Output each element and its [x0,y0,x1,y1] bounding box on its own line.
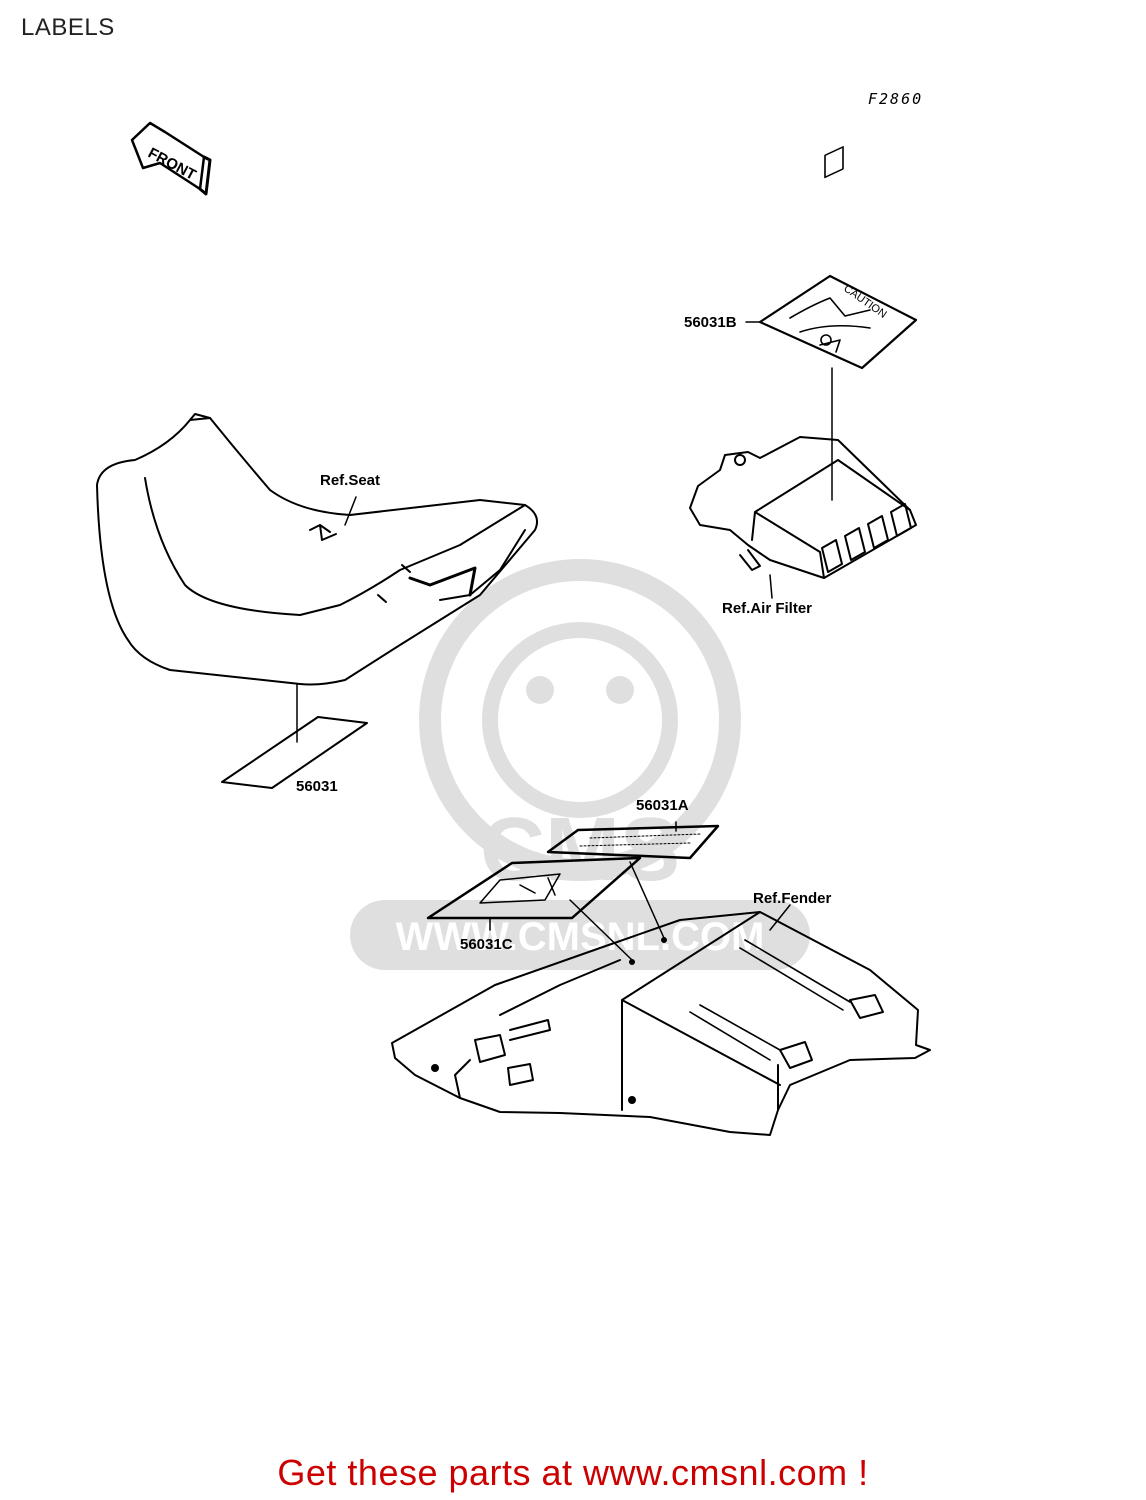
callout-ref-air-filter: Ref.Air Filter [722,600,813,617]
label-56031c-sticker [426,856,642,931]
figure-code: F2860 [868,90,924,108]
footer-shop-link[interactable]: Get these parts at www.cmsnl.com ! [277,1452,869,1493]
watermark-brand: CMS [480,800,680,900]
label-56031a-sticker [546,824,720,860]
watermark-url: WWW.CMSNL.COM [396,915,765,959]
callout-56031[interactable]: 56031 [296,778,338,795]
label-56031b-sticker: CAUTION [745,274,918,501]
air-filter-drawing [689,146,917,599]
page-title: LABELS [21,14,115,41]
front-arrow-icon: FRONT [130,121,212,196]
callout-ref-seat: Ref.Seat [320,472,381,489]
seat-drawing [96,413,538,743]
fender-drawing [391,904,931,1136]
callout-ref-fender: Ref.Fender [753,890,832,907]
label-56031-sticker [221,716,368,789]
callout-56031a[interactable]: 56031A [636,797,689,814]
callout-56031b[interactable]: 56031B [684,314,737,331]
callout-56031c[interactable]: 56031C [460,936,513,953]
